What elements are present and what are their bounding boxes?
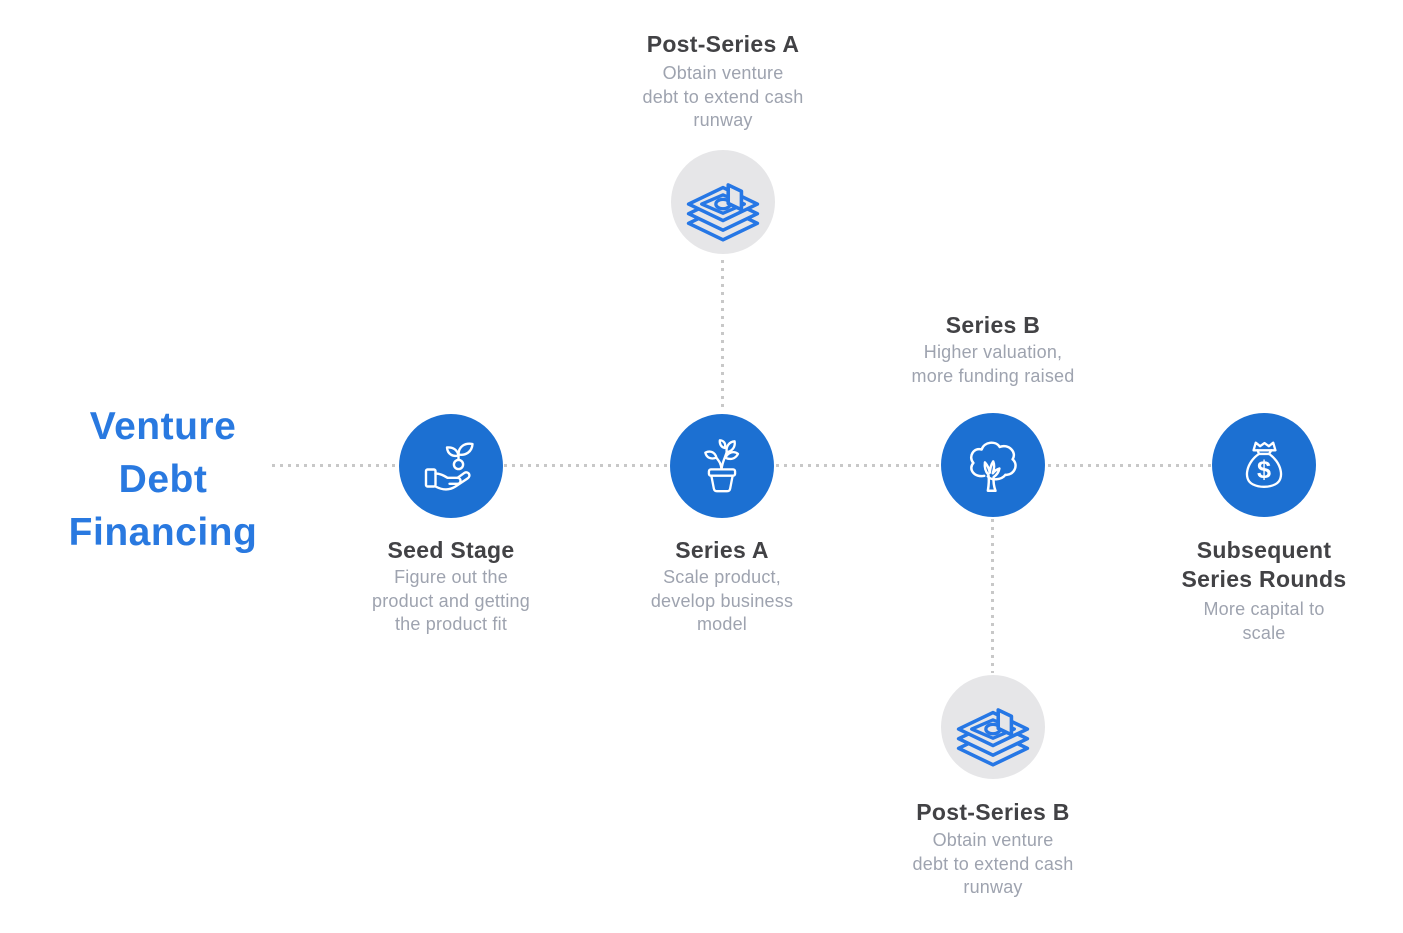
post-series-a-heading: Post-Series A bbox=[646, 31, 800, 57]
desc-line: develop business bbox=[650, 590, 794, 611]
desc-line: the product fit bbox=[394, 614, 508, 634]
post-series-b-heading: Post-Series B bbox=[916, 799, 1070, 825]
subsequent-series-rounds-heading: Subsequent Series Rounds bbox=[1181, 537, 1347, 592]
desc-line: runway bbox=[963, 877, 1023, 897]
desc-line: debt to extend cash bbox=[912, 853, 1074, 874]
series-b-circle bbox=[941, 413, 1045, 517]
cash-stack-icon bbox=[686, 183, 760, 242]
desc-line: scale bbox=[1242, 622, 1286, 643]
desc-line: Obtain venture bbox=[662, 63, 784, 83]
title-line-1: Venture bbox=[89, 405, 237, 448]
money-bag-icon: $ bbox=[1245, 441, 1283, 489]
desc-line: debt to extend cash bbox=[642, 86, 804, 107]
post-series-b-dotted-connector bbox=[991, 519, 994, 673]
svg-text:$: $ bbox=[1257, 456, 1271, 484]
desc-line: model bbox=[696, 614, 748, 634]
seed-stage-heading: Seed Stage bbox=[387, 537, 515, 563]
post-series-a-description: Obtain venture debt to extend cash runwa… bbox=[593, 62, 853, 133]
post-series-a-dotted-connector bbox=[721, 260, 724, 412]
desc-line: Figure out the bbox=[394, 567, 508, 587]
series-b-heading: Series B bbox=[945, 312, 1041, 338]
title-line-2: Debt bbox=[118, 458, 208, 501]
series-a-heading: Series A bbox=[675, 537, 769, 563]
desc-line: Obtain venture bbox=[932, 830, 1054, 850]
series-b-description: Higher valuation, more funding raised bbox=[863, 341, 1123, 388]
series-a-circle bbox=[670, 414, 774, 518]
potted-plant-icon bbox=[704, 439, 740, 493]
seed-stage-circle bbox=[399, 414, 503, 518]
desc-line: product and getting bbox=[372, 590, 530, 611]
post-series-b-description: Obtain venture debt to extend cash runwa… bbox=[863, 829, 1123, 900]
desc-line: runway bbox=[693, 110, 753, 130]
diagram-title: Venture Debt Financing bbox=[43, 400, 283, 559]
subsequent-series-rounds-circle: $ bbox=[1212, 413, 1316, 517]
cash-stack-icon bbox=[956, 708, 1030, 767]
series-a-description: Scale product, develop business model bbox=[592, 566, 852, 637]
post-series-b-circle bbox=[941, 675, 1045, 779]
desc-line: more funding raised bbox=[911, 365, 1075, 386]
seed-stage-description: Figure out the product and getting the p… bbox=[321, 566, 581, 637]
subsequent-series-rounds-description: More capital to scale bbox=[1164, 598, 1364, 645]
hand-seedling-icon bbox=[424, 442, 474, 491]
tree-icon bbox=[969, 441, 1017, 493]
desc-line: More capital to bbox=[1203, 599, 1325, 619]
desc-line: Scale product, bbox=[663, 567, 781, 587]
post-series-a-circle bbox=[671, 150, 775, 254]
desc-line: Higher valuation, bbox=[923, 342, 1063, 362]
title-line-3: Financing bbox=[68, 511, 258, 554]
